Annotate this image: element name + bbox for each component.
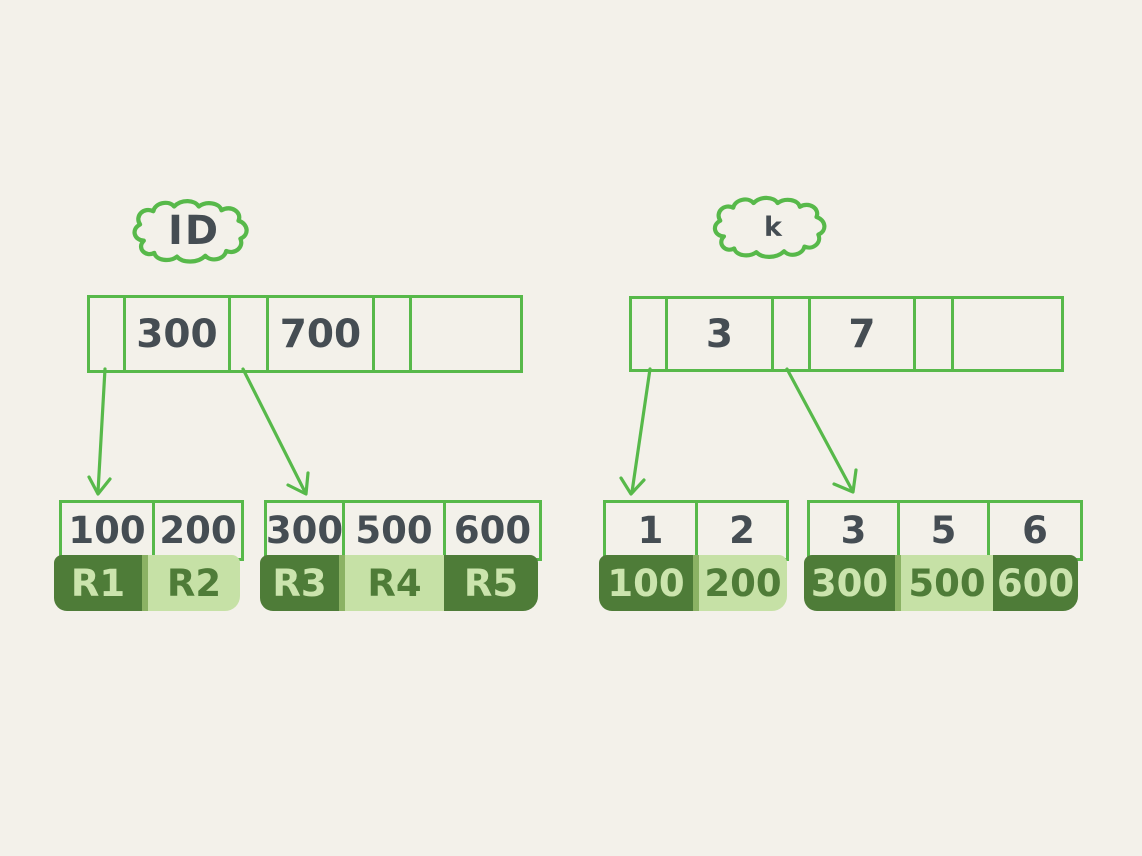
record-block: R2 <box>148 555 240 611</box>
record-block: 600 <box>993 555 1078 611</box>
block-overlap-divider <box>693 555 699 611</box>
root-pointer-cell <box>774 299 811 369</box>
index-name-cloud-id: ID <box>123 193 265 273</box>
leaf-key-cell: 5 <box>900 503 990 558</box>
leaf-key-cell: 500 <box>345 503 446 558</box>
cloud-icon <box>132 199 249 264</box>
leaf-node-k-2-records: 300 500 600 <box>804 555 1078 611</box>
root-pointer-cell <box>632 299 668 369</box>
leaf-key-cell: 300 <box>266 503 345 558</box>
leaf-node-id-2-records: R3 R4 R5 <box>260 555 538 611</box>
root-key-cell: 3 <box>668 299 774 369</box>
root-node-id: 300 700 <box>87 295 523 373</box>
root-key-cell: 300 <box>126 298 231 370</box>
leaf-key-cell: 3 <box>810 503 900 558</box>
index-name-label: k <box>764 211 782 243</box>
root-empty-cell <box>412 298 520 370</box>
root-pointer-cell <box>231 298 269 370</box>
record-block: 200 <box>699 555 787 611</box>
leaf-node-id-1-records: R1 R2 <box>54 555 240 611</box>
leaf-key-cell: 1 <box>606 503 698 558</box>
record-block: 500 <box>901 555 993 611</box>
block-overlap-divider <box>895 555 901 611</box>
record-block: 100 <box>599 555 693 611</box>
record-block: R4 <box>345 555 444 611</box>
leaf-node-id-1-keys: 100 200 <box>59 500 244 561</box>
leaf-key-cell: 200 <box>159 509 237 552</box>
leaf-node-k-2-keys: 3 5 6 <box>807 500 1083 561</box>
root-node-k: 3 7 <box>629 296 1064 372</box>
leaf-key-cell: 6 <box>1022 509 1048 552</box>
root-pointer-cell <box>375 298 412 370</box>
leaf-key-cell: 600 <box>453 509 532 552</box>
index-name-cloud-k: k <box>701 192 845 266</box>
block-overlap-divider <box>339 555 345 611</box>
leaf-key-cell: 2 <box>729 509 755 552</box>
root-key-cell: 7 <box>811 299 916 369</box>
arrow-id-root-to-leaf1 <box>87 367 112 496</box>
record-block: R1 <box>54 555 142 611</box>
root-pointer-cell <box>916 299 954 369</box>
leaf-node-k-1-keys: 1 2 <box>603 500 789 561</box>
leaf-node-id-2-keys: 300 500 600 <box>264 500 542 561</box>
block-overlap-divider <box>142 555 148 611</box>
index-name-label: ID <box>167 208 221 254</box>
record-block: 300 <box>804 555 895 611</box>
root-pointer-cell <box>90 298 126 370</box>
root-empty-cell <box>954 299 1061 369</box>
arrow-id-root-to-leaf2 <box>241 367 310 496</box>
cloud-icon <box>712 195 827 259</box>
root-key-cell: 700 <box>269 298 375 370</box>
record-block: R3 <box>260 555 339 611</box>
arrow-k-root-to-leaf1 <box>619 367 652 496</box>
record-block: R5 <box>444 555 538 611</box>
leaf-node-k-1-records: 100 200 <box>599 555 787 611</box>
leaf-key-cell: 100 <box>62 503 155 558</box>
arrow-k-root-to-leaf2 <box>785 367 858 494</box>
